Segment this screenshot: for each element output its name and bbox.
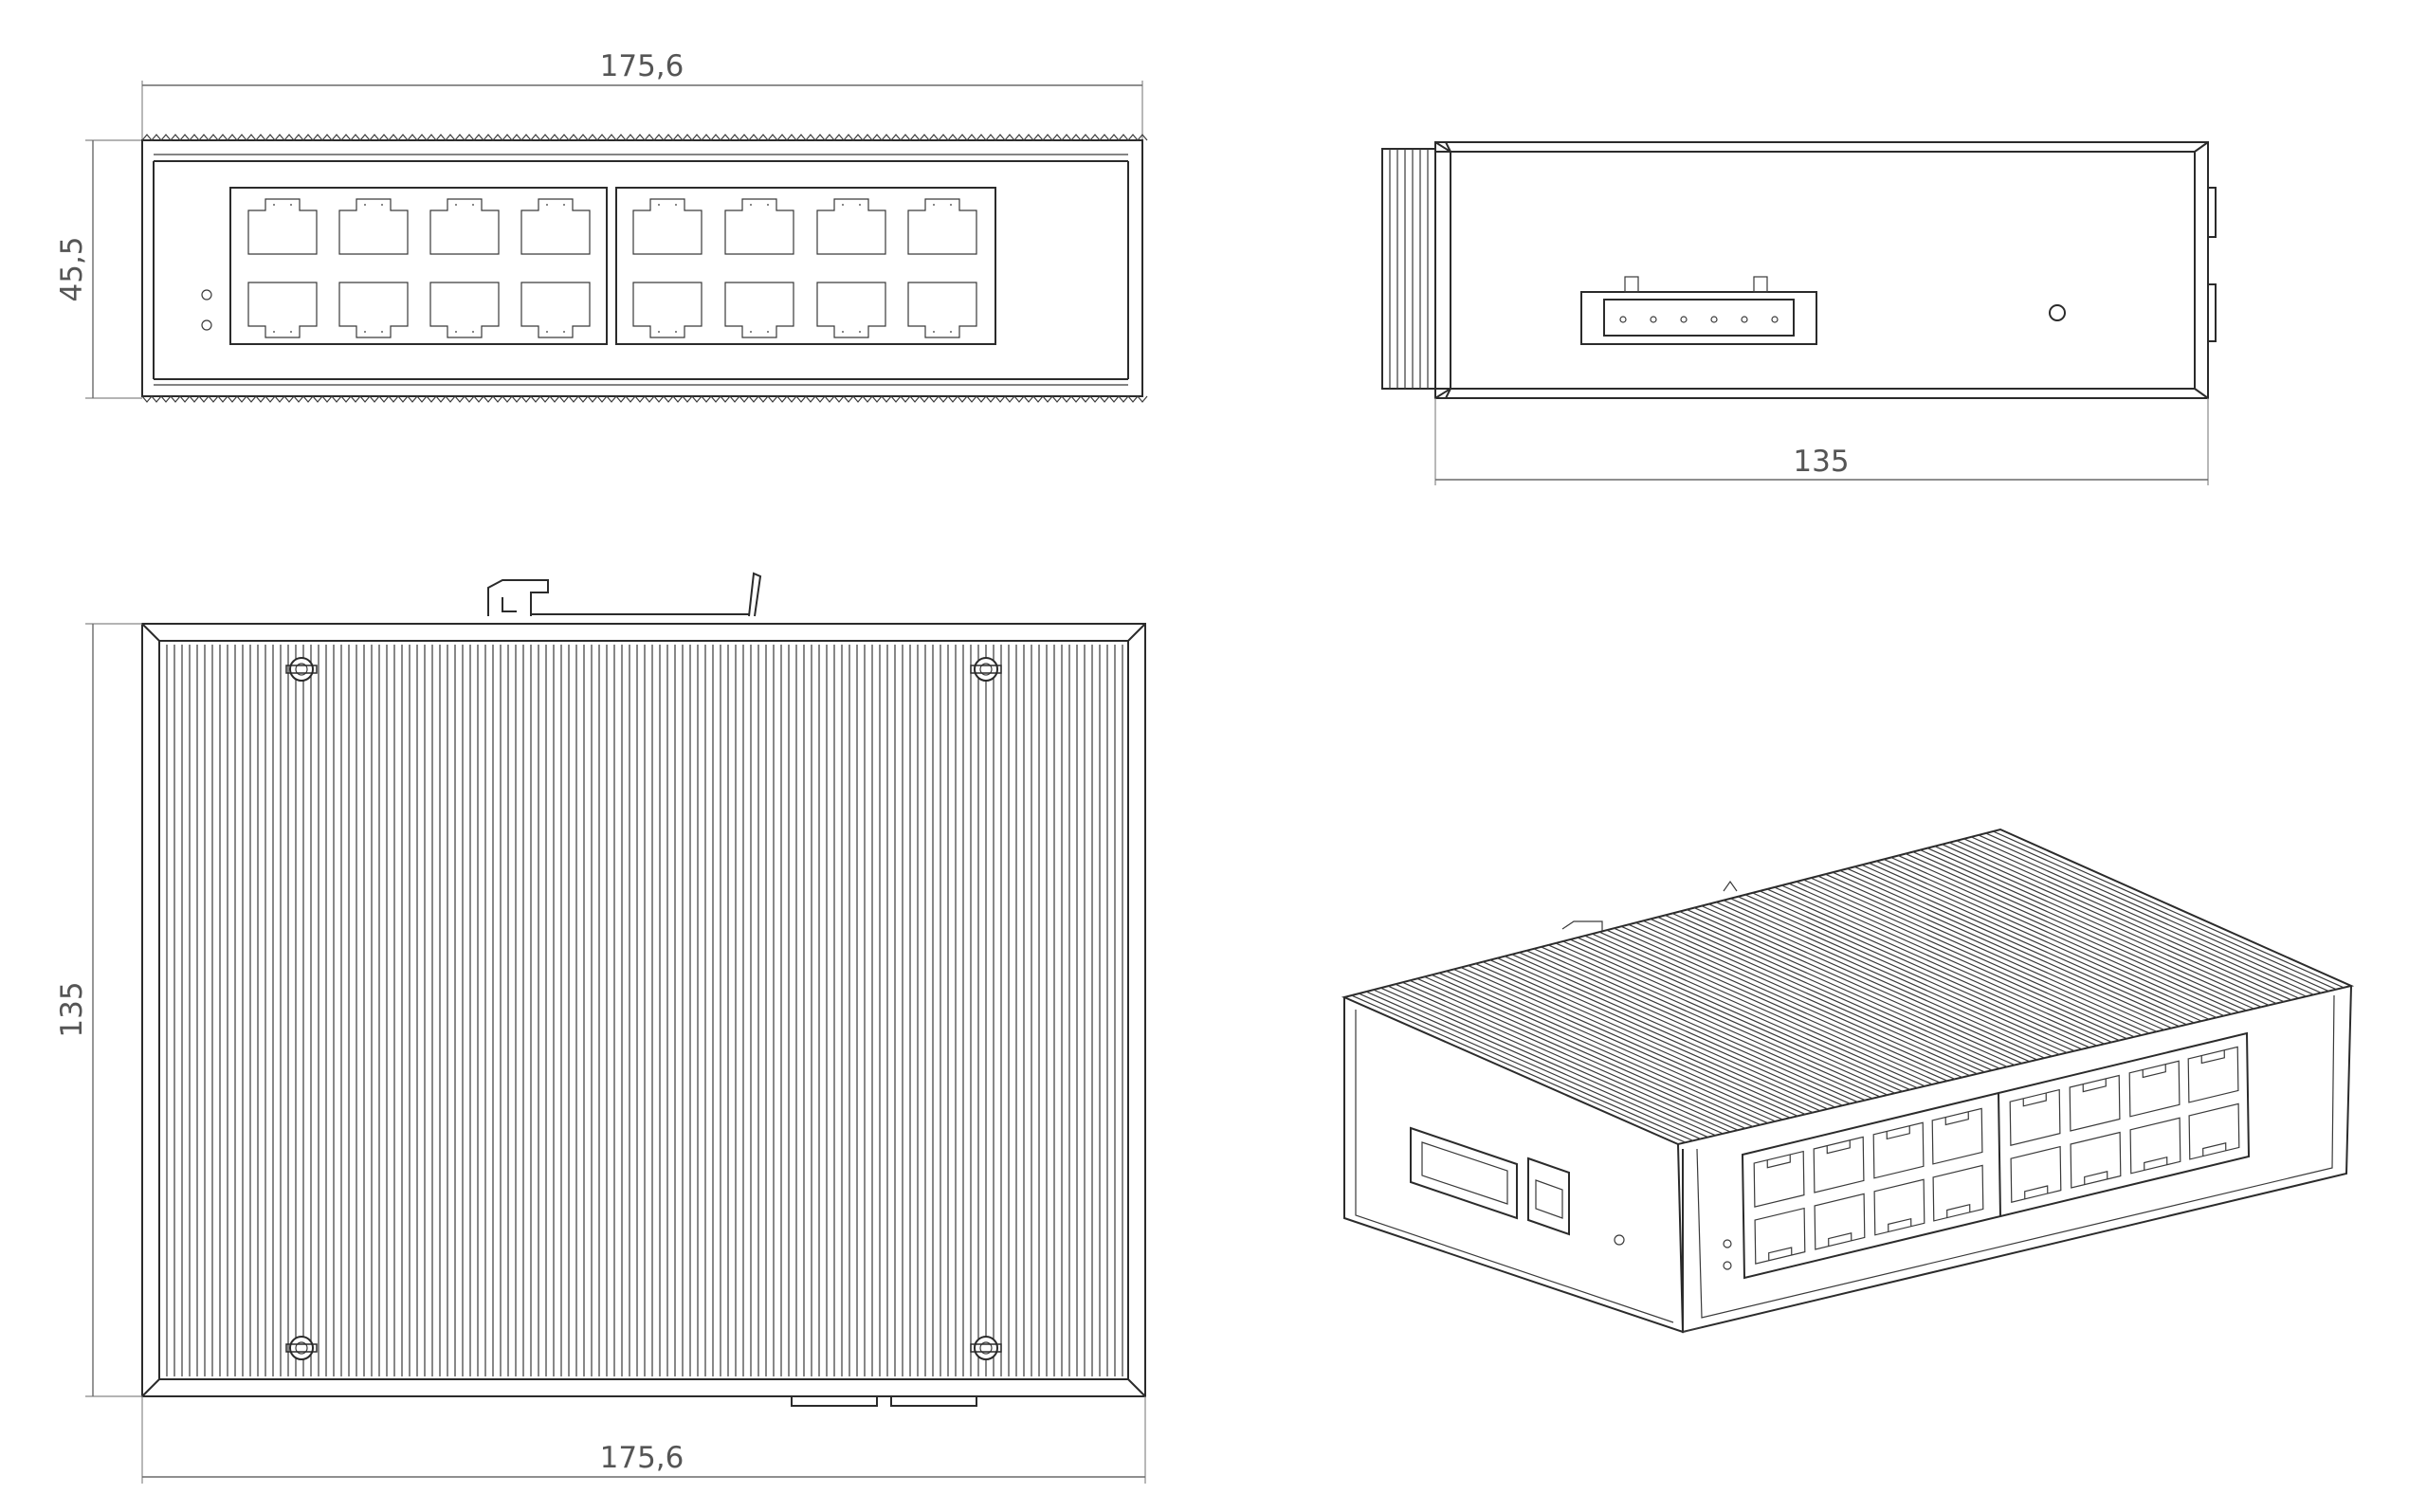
terminal-pins — [1619, 316, 1779, 323]
isometric-view — [1341, 828, 2355, 1334]
terminal-pin — [1619, 316, 1627, 323]
iso-rj45-port — [2009, 1088, 2061, 1146]
front-height-label: 45,5 — [55, 236, 89, 301]
heatsink-fins — [166, 645, 1123, 1376]
top-view: 135 175,6 — [55, 572, 1146, 1484]
iso-rj45-port — [2128, 1060, 2181, 1118]
top-width-label: 175,6 — [600, 1441, 684, 1475]
rj45-port — [429, 198, 500, 255]
screw-icon — [974, 657, 998, 682]
terminal-pin — [1741, 316, 1748, 323]
iso-terminal-block — [1410, 1126, 1518, 1220]
rj45-port — [632, 198, 703, 255]
screw-icon — [289, 1336, 314, 1360]
iso-rj45-port — [2188, 1102, 2240, 1160]
front-view: 175,6 45,5 — [55, 49, 1148, 403]
iso-rj45-port — [2010, 1145, 2062, 1203]
side-depth-label: 135 — [1793, 445, 1849, 479]
top-depth-label: 135 — [55, 981, 89, 1037]
iso-rj45-port — [1814, 1193, 1866, 1250]
rj45-port — [338, 198, 409, 255]
rj45-port — [907, 282, 977, 338]
iso-rj45-port — [1873, 1178, 1925, 1236]
terminal-block — [1580, 291, 1817, 345]
iso-console-port — [1527, 1157, 1570, 1236]
rj45-port — [247, 282, 318, 338]
port-block-right — [615, 187, 996, 345]
rj45-port — [338, 282, 409, 338]
iso-rj45-port — [1931, 1107, 1983, 1165]
rj45-port — [520, 198, 591, 255]
terminal-pin — [1771, 316, 1779, 323]
iso-heatsink-fins — [1351, 830, 2345, 1143]
rj45-port — [429, 282, 500, 338]
iso-rj45-port — [1813, 1136, 1865, 1193]
rj45-port — [907, 198, 977, 255]
iso-rj45-port — [2069, 1074, 2121, 1132]
led-indicator — [201, 289, 212, 301]
screw-icon — [289, 657, 314, 682]
rj45-port — [520, 282, 591, 338]
rj45-port — [724, 198, 794, 255]
ground-screw — [2049, 304, 2066, 321]
terminal-pin — [1680, 316, 1688, 323]
side-view: 135 — [1381, 141, 2217, 485]
iso-rj45-port — [2187, 1046, 2239, 1103]
iso-rj45-port — [2129, 1117, 2181, 1175]
iso-rj45-port — [2070, 1131, 2122, 1189]
rj45-port — [724, 282, 794, 338]
led-indicator — [201, 319, 212, 331]
rj45-port — [247, 198, 318, 255]
iso-port-panel — [1741, 1031, 2251, 1280]
port-block-left — [229, 187, 608, 345]
iso-rj45-port — [1754, 1207, 1806, 1265]
iso-rj45-ports — [1753, 1046, 2240, 1265]
terminal-pin — [1650, 316, 1657, 323]
mounting-screws — [285, 657, 1002, 1360]
rj45-port — [632, 282, 703, 338]
front-width-label: 175,6 — [600, 49, 684, 83]
rj45-port — [816, 198, 886, 255]
rj45-ports-front — [247, 198, 977, 338]
iso-rj45-port — [1872, 1121, 1925, 1179]
screw-icon — [974, 1336, 998, 1360]
iso-rj45-port — [1932, 1164, 1984, 1222]
iso-rj45-port — [1753, 1150, 1805, 1208]
rj45-port — [816, 282, 886, 338]
terminal-pin — [1710, 316, 1718, 323]
